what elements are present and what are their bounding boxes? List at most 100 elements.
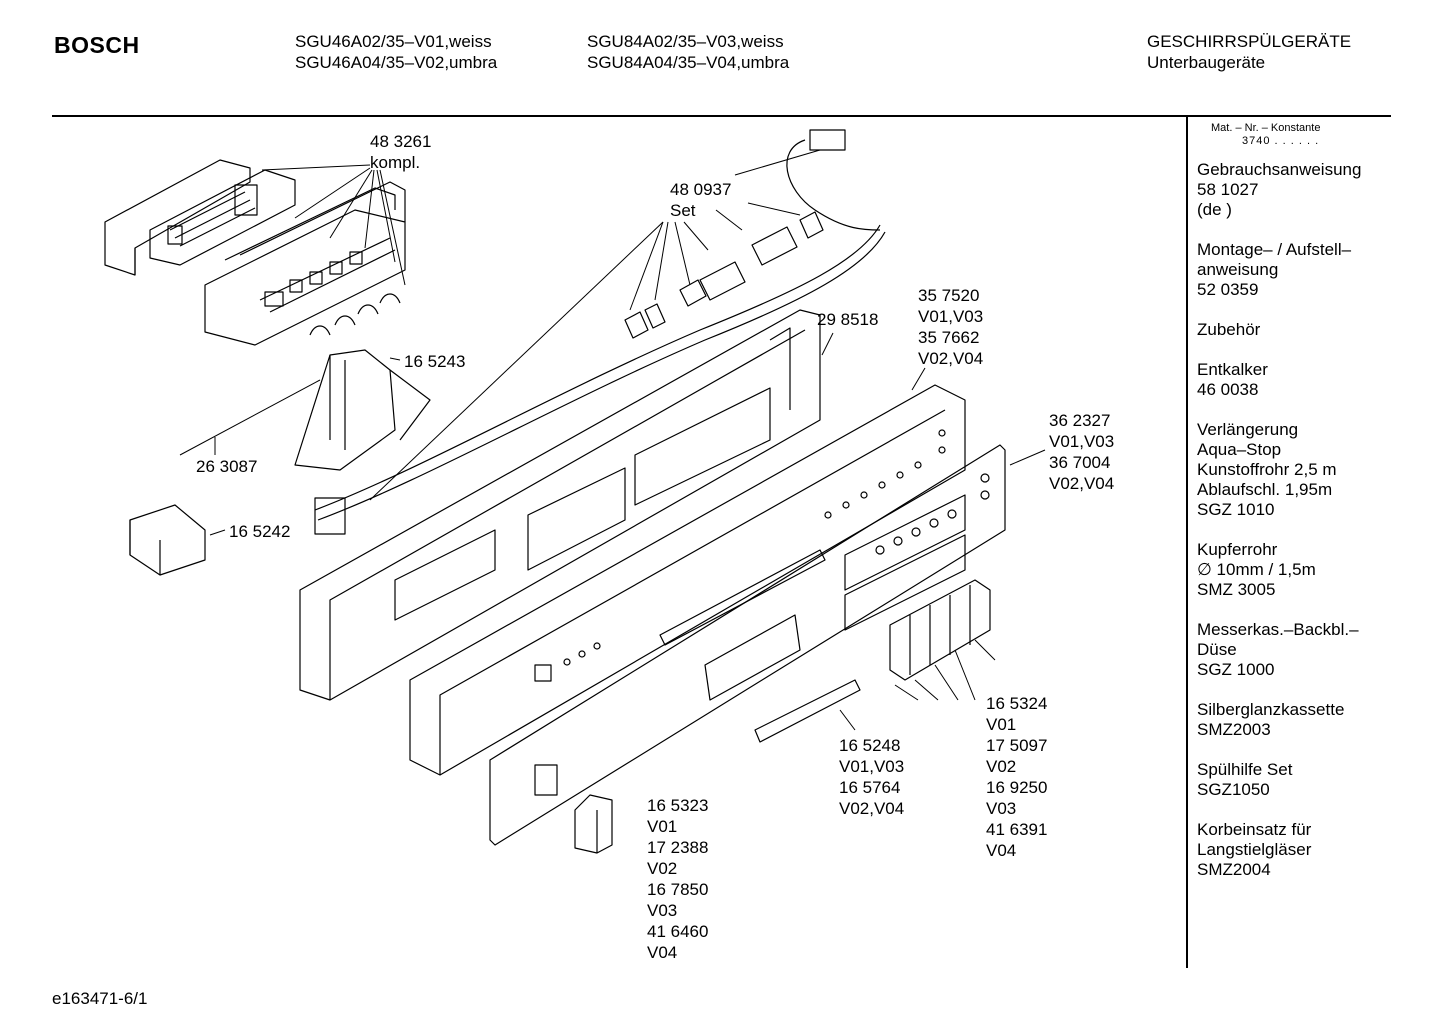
leader-lines	[179, 149, 1046, 731]
sidebar-line: Kunstoffrohr 2,5 m	[1197, 460, 1337, 479]
part-number: 41 6391	[986, 820, 1048, 839]
sidebar-line: Silberglanzkassette	[1197, 700, 1345, 719]
part-variant: V02,V04	[839, 799, 905, 818]
model-line: SGU46A04/35–V02,umbra	[295, 53, 498, 72]
switch-holder	[294, 349, 431, 471]
part-variant: V03	[986, 799, 1017, 818]
part-variant: V04	[986, 841, 1017, 860]
sidebar-line: Ablaufschl. 1,95m	[1197, 480, 1333, 499]
part-label-480937: 48 0937 Set	[670, 179, 731, 221]
sidebar-item-messerkasten: Messerkas.–Backbl.– Düse SGZ 1000	[1197, 620, 1387, 680]
part-label-165243: 16 5243	[404, 351, 465, 372]
sidebar-item-kupferrohr: Kupferrohr ∅ 10mm / 1,5m SMZ 3005	[1197, 540, 1387, 600]
sidebar-line: Entkalker	[1197, 360, 1268, 379]
accessory-sidebar: Mat. – Nr. – Konstante 3740 . . . . . . …	[1197, 121, 1387, 900]
sidebar-line: ∅ 10mm / 1,5m	[1197, 560, 1316, 579]
sidebar-item-montage: Montage– / Aufstell– anweisung 52 0359	[1197, 240, 1387, 300]
wire-harness	[314, 129, 886, 535]
part-variant: V01	[986, 715, 1017, 734]
part-number: 35 7520	[918, 286, 980, 305]
sidebar-line: Gebrauchsanweisung	[1197, 160, 1362, 179]
part-number: 36 2327	[1049, 411, 1111, 430]
part-number: 16 5324	[986, 694, 1048, 713]
part-variant: V01,V03	[839, 757, 905, 776]
part-variant: V02,V04	[1049, 474, 1115, 493]
part-number: 48 0937	[670, 180, 732, 199]
part-variant: V04	[647, 943, 678, 962]
sidebar-line: SGZ1050	[1197, 780, 1270, 799]
mat-number-header: Mat. – Nr. – Konstante	[1211, 122, 1321, 134]
model-line: SGU46A02/35–V01,weiss	[295, 32, 492, 51]
panel-frame	[299, 309, 821, 701]
control-board-assembly	[104, 159, 406, 346]
part-number: 16 9250	[986, 778, 1048, 797]
sidebar-line: Korbeinsatz für	[1197, 820, 1312, 839]
sidebar-item-korbeinsatz: Korbeinsatz für Langstielgläser SMZ2004	[1197, 820, 1387, 880]
part-label-165242: 16 5242	[229, 521, 290, 542]
part-label-483261: 48 3261 kompl.	[370, 131, 431, 173]
button-block	[889, 579, 991, 681]
part-label-165248: 16 5248 V01,V03 16 5764 V02,V04	[839, 735, 904, 819]
outer-panel	[489, 444, 1006, 846]
model-line: SGU84A02/35–V03,weiss	[587, 32, 784, 51]
part-note: kompl.	[370, 153, 421, 172]
sidebar-item-spuelhilfe: Spülhilfe Set SGZ1050	[1197, 760, 1387, 800]
sidebar-line: Messerkas.–Backbl.–	[1197, 620, 1359, 639]
part-number: 17 5097	[986, 736, 1048, 755]
part-number: 16 5243	[404, 352, 466, 371]
sidebar-line: (de )	[1197, 200, 1232, 219]
sidebar-line: SGZ 1000	[1197, 660, 1275, 679]
sidebar-item-entkalker: Entkalker 46 0038	[1197, 360, 1387, 400]
sidebar-line: SMZ2004	[1197, 860, 1271, 879]
sidebar-line: Langstielgläser	[1197, 840, 1312, 859]
part-number: 16 7850	[647, 880, 709, 899]
part-number: 35 7662	[918, 328, 980, 347]
sidebar-line: 46 0038	[1197, 380, 1259, 399]
model-line: SGU84A04/35–V04,umbra	[587, 53, 790, 72]
category-title: GESCHIRRSPÜLGERÄTE Unterbaugeräte	[1147, 31, 1351, 73]
sidebar-line: SMZ2003	[1197, 720, 1271, 739]
sidebar-line: anweisung	[1197, 260, 1279, 279]
front-panel	[409, 384, 966, 776]
part-variant: V01	[647, 817, 678, 836]
selector-knob	[574, 794, 613, 854]
part-variant: V01,V03	[918, 307, 984, 326]
sidebar-line: 52 0359	[1197, 280, 1259, 299]
part-number: 16 5323	[647, 796, 709, 815]
sidebar-line: SGZ 1010	[1197, 500, 1275, 519]
sidebar-line: Düse	[1197, 640, 1237, 659]
part-number: 17 2388	[647, 838, 709, 857]
main-switch	[129, 504, 206, 576]
part-number: 16 5764	[839, 778, 901, 797]
part-variant: V02,V04	[918, 349, 984, 368]
model-list-2: SGU84A02/35–V03,weiss SGU84A04/35–V04,um…	[587, 31, 789, 73]
sidebar-line: Kupferrohr	[1197, 540, 1278, 559]
mat-number-value: 3740 . . . . . .	[1242, 135, 1320, 147]
part-number: 48 3261	[370, 132, 432, 151]
category-line: Unterbaugeräte	[1147, 53, 1266, 72]
part-variant: V02	[986, 757, 1017, 776]
sidebar-item-gebrauchsanweisung: Gebrauchsanweisung 58 1027 (de )	[1197, 160, 1387, 220]
brand-logo: BOSCH	[54, 32, 140, 58]
part-number: 29 8518	[817, 310, 879, 329]
part-label-357520: 35 7520 V01,V03 35 7662 V02,V04	[918, 285, 983, 369]
part-number: 16 5242	[229, 522, 291, 541]
part-number: 16 5248	[839, 736, 901, 755]
exploded-parts-drawing	[104, 129, 1046, 854]
sidebar-line: Aqua–Stop	[1197, 440, 1282, 459]
part-label-298518: 29 8518	[817, 309, 878, 330]
part-label-362327: 36 2327 V01,V03 36 7004 V02,V04	[1049, 410, 1114, 494]
model-list-1: SGU46A02/35–V01,weiss SGU46A04/35–V02,um…	[295, 31, 497, 73]
drawing-code: e163471-6/1	[52, 989, 148, 1008]
sidebar-divider	[1186, 116, 1188, 968]
part-number: 26 3087	[196, 457, 258, 476]
part-variant: V03	[647, 901, 678, 920]
part-label-263087: 26 3087	[196, 456, 257, 477]
trim-strip	[754, 679, 861, 743]
sidebar-item-silberglanz: Silberglanzkassette SMZ2003	[1197, 700, 1387, 740]
sidebar-line: Zubehör	[1197, 320, 1261, 339]
sidebar-item-zubehoer: Zubehör	[1197, 320, 1387, 340]
sidebar-line: 58 1027	[1197, 180, 1259, 199]
part-note: Set	[670, 201, 696, 220]
sidebar-item-verlaengerung: Verlängerung Aqua–Stop Kunstoffrohr 2,5 …	[1197, 420, 1387, 520]
